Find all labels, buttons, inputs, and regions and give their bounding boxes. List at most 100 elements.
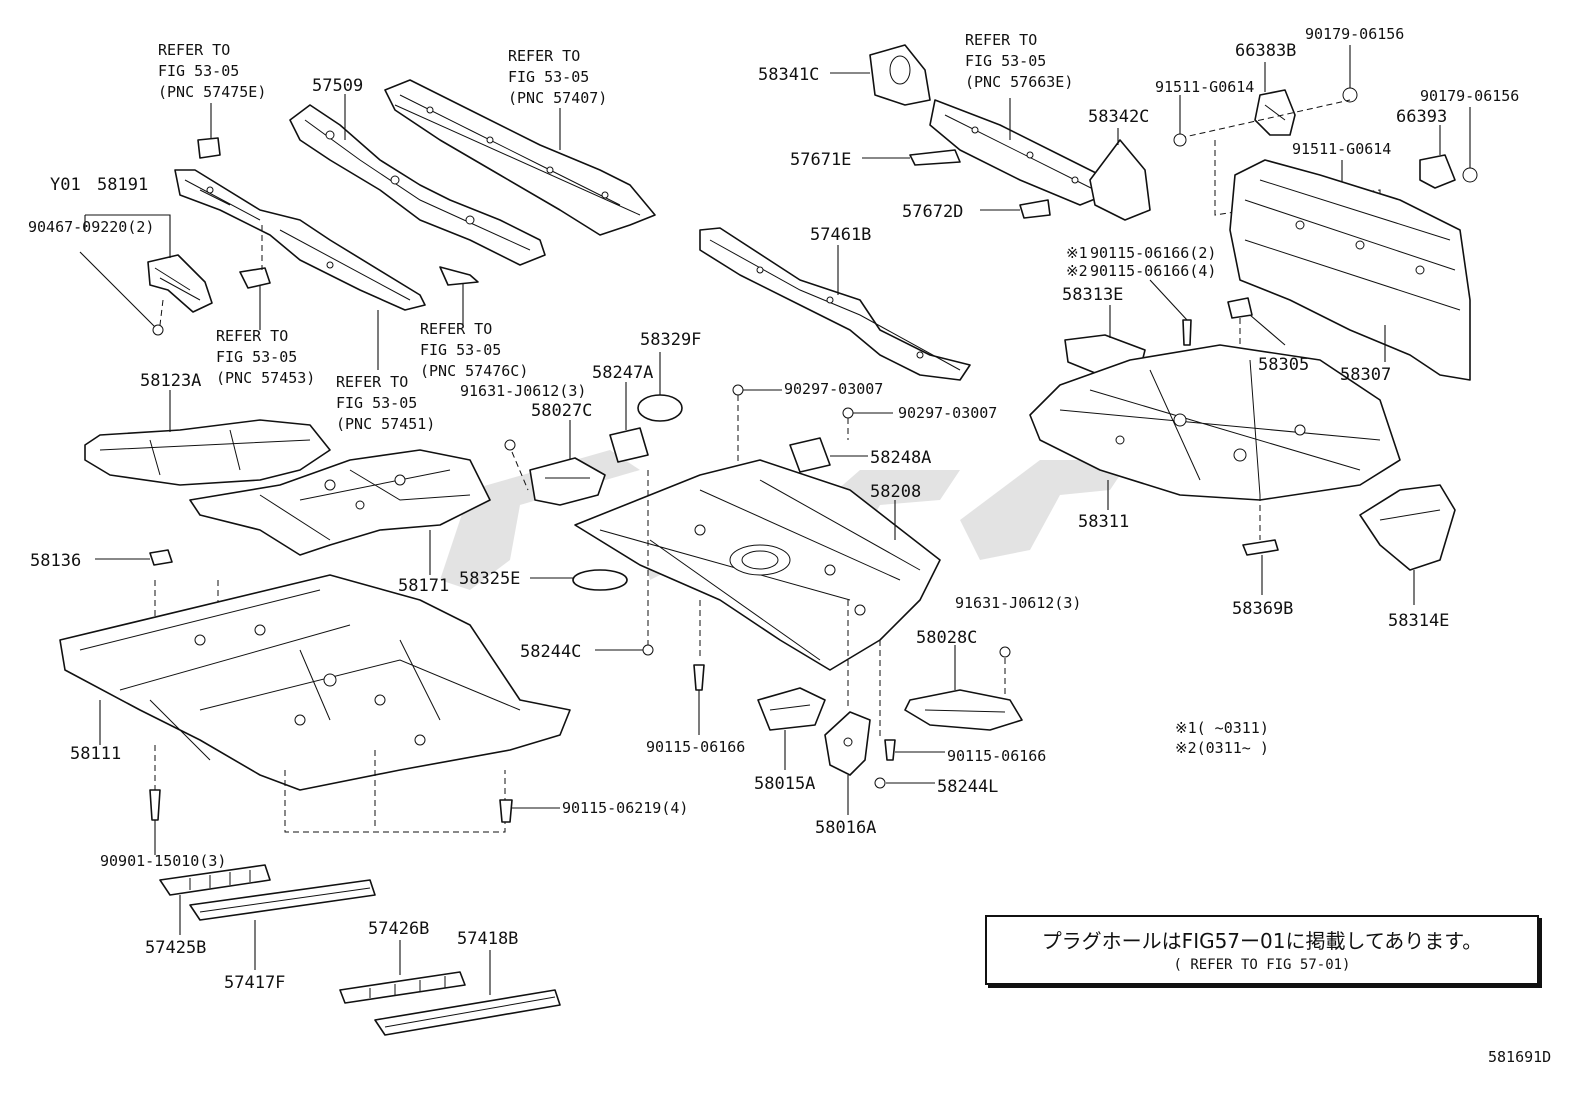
label-57425B: 57425B	[145, 938, 206, 958]
label-58136: 58136	[30, 551, 81, 571]
label-90297-03007-b: 90297-03007	[898, 404, 997, 422]
part-58208-floor	[574, 459, 941, 671]
label-57672D: 57672D	[902, 202, 963, 222]
leader-58191	[79, 214, 171, 331]
label-66383B: 66383B	[1235, 41, 1296, 61]
ref-line: FIG 53-05	[158, 62, 239, 80]
label-90115-06166-a: 90115-06166	[646, 738, 745, 756]
part-58305	[1227, 297, 1253, 319]
part-57509-rail	[289, 104, 546, 266]
label-58027C: 58027C	[531, 401, 592, 421]
label-58314E: 58314E	[1388, 611, 1449, 631]
label-90179-06156-b: 90179-06156	[1420, 87, 1519, 105]
part-58325E	[572, 569, 628, 591]
ref-line: (PNC 57475E)	[158, 83, 266, 101]
label-90115-06166-b: 90115-06166	[947, 747, 1046, 765]
ref-line: FIG 53-05	[420, 341, 501, 359]
part-57476C-small	[439, 266, 479, 286]
ref-line: REFER TO	[216, 327, 288, 345]
note-english: ( REFER TO FIG 57-01)	[1173, 957, 1351, 973]
label-58247A: 58247A	[592, 363, 653, 383]
part-58111-floor-pan	[59, 574, 571, 791]
mark-1: ※1	[1066, 244, 1088, 262]
clip-90297-a	[732, 384, 744, 396]
part-58329F	[637, 394, 683, 422]
part-58311-floor	[1029, 344, 1401, 501]
part-58027C	[529, 457, 606, 506]
clip-90297-b	[842, 407, 854, 419]
part-58307-panel	[1229, 159, 1471, 381]
part-57475E-small	[197, 137, 221, 159]
label-90115-06166-2: 90115-06166(2)	[1090, 244, 1216, 262]
ref-line: REFER TO	[508, 47, 580, 65]
label-90901-15010: 90901-15010(3)	[100, 852, 226, 870]
label-58015A: 58015A	[754, 774, 815, 794]
label-58342C: 58342C	[1088, 107, 1149, 127]
part-58136	[149, 549, 173, 566]
label-57417F: 57417F	[224, 973, 285, 993]
note-japanese: プラグホールはFIG57ー01に掲載してあります。	[1041, 929, 1483, 953]
diagram-code: 581691D	[1488, 1048, 1551, 1066]
label-58171: 58171	[398, 576, 449, 596]
ref-line: REFER TO	[336, 373, 408, 391]
bolt-90115-06219	[499, 799, 513, 823]
ref-57451: REFER TO FIG 53-05 (PNC 57451)	[336, 373, 435, 433]
part-57671E	[909, 149, 961, 166]
ref-line: (PNC 57407)	[508, 89, 607, 107]
label-57671E: 57671E	[790, 150, 851, 170]
label-91511-G0614-b: 91511-G0614	[1292, 140, 1391, 158]
label-91631-J0612-left: 91631-J0612(3)	[460, 382, 586, 400]
label-57426B: 57426B	[368, 919, 429, 939]
part-57663E-rail	[929, 99, 1106, 206]
part-57672D	[1019, 199, 1051, 219]
part-58016A	[824, 711, 871, 776]
label-57509: 57509	[312, 76, 363, 96]
label-90115-06219: 90115-06219(4)	[562, 799, 688, 817]
part-57461B-rail	[699, 227, 971, 381]
part-58247A	[609, 427, 649, 463]
part-58191-bracket	[147, 254, 213, 313]
part-58369B	[1242, 539, 1279, 556]
label-58248A: 58248A	[870, 448, 931, 468]
part-57426B	[339, 971, 466, 1004]
part-57425B	[159, 864, 271, 896]
ref-line: (PNC 57453)	[216, 369, 315, 387]
part-57453-small	[239, 267, 271, 289]
label-58325E: 58325E	[459, 569, 520, 589]
bolt-90115-06166-c	[1182, 319, 1192, 346]
bolt-90467	[152, 324, 164, 336]
ref-57475E: REFER TO FIG 53-05 (PNC 57475E)	[158, 41, 266, 101]
footnote-2: ※2(0311~ )	[1175, 739, 1269, 757]
ref-line: FIG 53-05	[336, 394, 417, 412]
part-58342C	[1089, 139, 1151, 221]
part-58314E	[1359, 484, 1456, 571]
ref-line: REFER TO	[965, 31, 1037, 49]
part-58248A	[789, 437, 831, 473]
ref-line: (PNC 57476C)	[420, 362, 528, 380]
part-rail-57453	[174, 169, 426, 311]
label-57461B: 57461B	[810, 225, 871, 245]
label-58307: 58307	[1340, 365, 1391, 385]
bolt-90115-06166-b	[884, 739, 896, 761]
label-58123A: 58123A	[140, 371, 201, 391]
part-57418B	[374, 989, 561, 1036]
label-58208: 58208	[870, 482, 921, 502]
part-58341C	[869, 44, 931, 106]
ref-line: (PNC 57451)	[336, 415, 435, 433]
ref-line: FIG 53-05	[965, 52, 1046, 70]
ref-line: REFER TO	[420, 320, 492, 338]
label-90115-06166-4: 90115-06166(4)	[1090, 262, 1216, 280]
part-58015A	[757, 687, 826, 731]
ref-57476C: REFER TO FIG 53-05 (PNC 57476C)	[420, 320, 528, 380]
label-57418B: 57418B	[457, 929, 518, 949]
ref-line: REFER TO	[158, 41, 230, 59]
label-91631-J0612-right: 91631-J0612(3)	[955, 594, 1081, 612]
label-58311: 58311	[1078, 512, 1129, 532]
part-58123A	[84, 419, 331, 486]
bolt-91511-a	[1173, 133, 1187, 147]
footnote-1: ※1( ~0311)	[1175, 719, 1269, 737]
label-90179-06156-a: 90179-06156	[1305, 25, 1404, 43]
part-66383B	[1254, 89, 1296, 136]
ref-57663E: REFER TO FIG 53-05 (PNC 57663E)	[965, 31, 1073, 91]
